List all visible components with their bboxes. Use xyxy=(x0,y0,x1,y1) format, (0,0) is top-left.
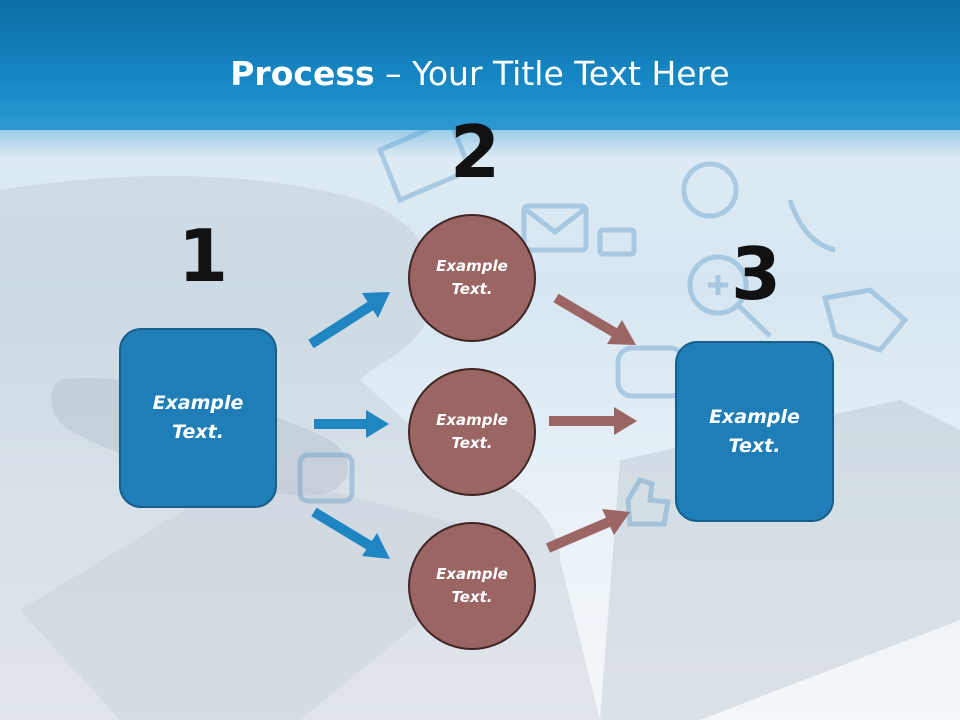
middle-circle-text: Example Text. xyxy=(436,411,508,452)
title-bar-fade xyxy=(0,118,960,158)
step-number-2: 2 xyxy=(450,110,501,194)
arrow-brown-up xyxy=(546,509,630,553)
headset-icon xyxy=(681,161,739,219)
like-icon xyxy=(625,476,671,527)
right-process-box: Example Text. xyxy=(675,341,834,522)
right-box-text: Example Text. xyxy=(709,405,800,457)
top-process-circle: Example Text. xyxy=(408,214,536,342)
title-bar xyxy=(0,0,960,130)
step-number-1: 1 xyxy=(178,214,229,298)
mail-icon xyxy=(521,203,589,253)
arrow-blue-middle xyxy=(314,410,389,438)
title-rest: – Your Title Text Here xyxy=(374,54,730,93)
phone-icon xyxy=(787,199,836,253)
middle-process-circle: Example Text. xyxy=(408,368,536,496)
search-plus-icon xyxy=(687,254,749,316)
title-strong: Process xyxy=(230,54,375,93)
arrow-blue-down xyxy=(311,507,390,559)
bottom-process-circle: Example Text. xyxy=(408,522,536,650)
phone-silhouette xyxy=(20,470,520,720)
arrow-blue-up xyxy=(308,292,390,349)
tag-icon xyxy=(821,287,909,353)
small-mail-icon xyxy=(597,227,637,257)
left-box-text: Example Text. xyxy=(152,392,244,443)
bottom-circle-text: Example Text. xyxy=(436,565,508,606)
step-number-3: 3 xyxy=(731,232,782,316)
page-title: Process – Your Title Text Here xyxy=(0,52,960,96)
arrow-brown-middle xyxy=(549,407,637,435)
message-icon xyxy=(297,452,355,504)
left-process-box: Example Text. xyxy=(119,328,277,508)
arrow-brown-down xyxy=(553,293,636,345)
top-circle-text: Example Text. xyxy=(436,257,508,298)
